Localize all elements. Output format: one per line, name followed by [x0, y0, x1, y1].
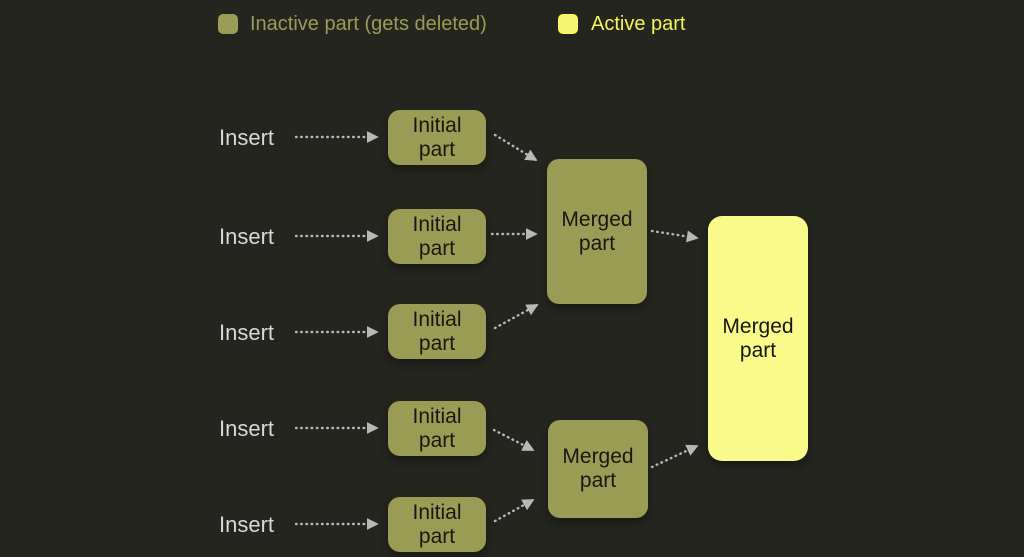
initial-part-box-3: Initial part [388, 304, 486, 359]
insert-label-5: Insert [219, 512, 275, 537]
merged-part-box-2: Merged part [548, 420, 648, 518]
active-part-swatch-icon [558, 14, 578, 34]
merge2-arrow-from-part5 [493, 498, 535, 523]
active-part-legend-label: Active part [591, 13, 686, 35]
final-merged-part-box: Merged part [708, 216, 808, 461]
initial-part-box-4: Initial part [388, 401, 486, 456]
insert-label-2: Insert [219, 224, 275, 249]
final-arrow-from-merged2 [650, 444, 699, 469]
insert-label-1: Insert [219, 125, 275, 150]
insert-label-4: Insert [219, 416, 275, 441]
inactive-part-legend-label: Inactive part (gets deleted) [250, 13, 487, 35]
initial-part-box-5: Initial part [388, 497, 486, 552]
inactive-part-swatch-icon [218, 14, 238, 34]
merge1-arrow-from-part3 [493, 303, 539, 330]
merge2-arrow-from-part4 [492, 428, 535, 452]
merged-part-box-1: Merged part [547, 159, 647, 304]
initial-part-box-2: Initial part [388, 209, 486, 264]
initial-part-box-1: Initial part [388, 110, 486, 165]
insert-label-3: Insert [219, 320, 275, 345]
merge1-arrow-from-part1 [493, 133, 538, 162]
final-arrow-from-merged1 [650, 229, 699, 243]
